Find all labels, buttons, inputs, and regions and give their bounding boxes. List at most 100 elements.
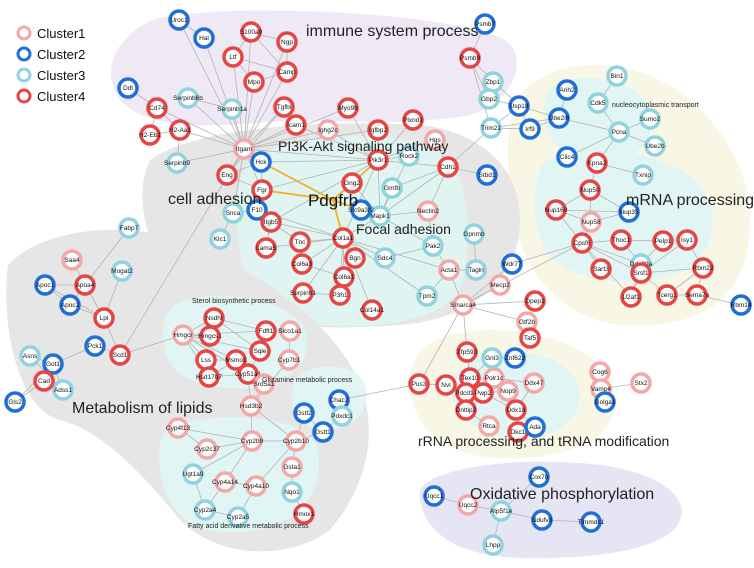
node-cpsf6[interactable]: Cpsf6 <box>571 232 593 254</box>
node-nvl[interactable]: Nvl <box>435 374 457 396</box>
node-cyp51a1[interactable]: Cyp51a1 <box>235 363 261 385</box>
node-lss[interactable]: Lss <box>195 349 217 371</box>
node-ugt1a9[interactable]: Ugt1a9 <box>182 463 204 485</box>
node-col6a1[interactable]: Col6a1 <box>333 266 355 288</box>
node-clic4[interactable]: Clic4 <box>556 146 578 168</box>
node-stbd1[interactable]: Stbd1 <box>476 164 498 186</box>
node-pdgfrb[interactable]: Pdgfrb <box>308 191 358 210</box>
node-zfp593[interactable]: Zfp593 <box>456 341 478 363</box>
node-camp[interactable]: Camp <box>276 61 298 83</box>
node-f10[interactable]: F10 <box>246 199 268 221</box>
node-arih2[interactable]: Arih2 <box>556 79 578 101</box>
node-icam1[interactable]: Icam1 <box>285 114 307 136</box>
node-psmb7[interactable]: Psmb7 <box>474 13 496 35</box>
node-cyp4a14[interactable]: Cyp4a14 <box>212 471 238 493</box>
node-cyp2a5[interactable]: Cyp2a5 <box>227 506 250 528</box>
node-col1a1[interactable]: Col1a1 <box>332 227 354 249</box>
node-serpinb6b[interactable]: Serpinb6b <box>173 87 203 109</box>
node-h2-eb1[interactable]: H2-Eb1 <box>139 124 161 146</box>
node-mapk1[interactable]: Mapk1 <box>369 205 391 227</box>
node-dnttip2[interactable]: Dnttip2 <box>455 399 477 421</box>
node-slco1a1[interactable]: Slco1a1 <box>278 320 302 342</box>
node-mecp2[interactable]: Mecp2 <box>489 274 511 296</box>
node-pus3[interactable]: Pus3 <box>408 373 430 395</box>
node-usp18[interactable]: Usp18 <box>508 95 530 117</box>
node-scd1[interactable]: Scd1 <box>109 344 131 366</box>
node-smarca4[interactable]: Smarca4 <box>450 294 476 316</box>
node-nsdhl[interactable]: Nsdhl <box>203 307 225 329</box>
node-cdh1[interactable]: Cdh1 <box>437 156 459 178</box>
node-s100a9[interactable]: S100a9 <box>240 21 263 43</box>
node-srsf1[interactable]: Srsf1 <box>630 262 652 284</box>
node-gpnmb[interactable]: Gpnmb <box>463 223 485 245</box>
node-mpo[interactable]: Mpo <box>243 71 265 93</box>
node-nop9[interactable]: Nop9 <box>497 380 519 402</box>
node-myo9b[interactable]: Myo9b <box>337 97 359 119</box>
node-sema7a[interactable]: Sema7a <box>685 284 710 306</box>
node-kpna2[interactable]: Kpna2 <box>586 152 608 174</box>
node-h2-aa1[interactable]: H2-Aa1 <box>169 119 191 141</box>
node-nectin2[interactable]: Nectin2 <box>417 200 439 222</box>
node-hgs[interactable]: Hgs <box>424 129 446 151</box>
node-p3h1[interactable]: P3h1 <box>329 284 351 306</box>
node-pelp1[interactable]: Pelp1 <box>652 230 674 252</box>
node-ndufv3[interactable]: Ndufv3 <box>531 509 553 531</box>
node-uroc1[interactable]: Uroc1 <box>168 9 190 31</box>
node-adss1[interactable]: Adss1 <box>52 379 74 401</box>
node-golga1[interactable]: Golga1 <box>594 391 616 413</box>
node-itgb5[interactable]: Itgb5 <box>260 211 282 233</box>
node-itgam[interactable]: Itgam <box>233 138 255 160</box>
node-fdft1[interactable]: Fdft1 <box>255 320 277 342</box>
node-hsd17b7[interactable]: Hsd17b7 <box>196 366 222 388</box>
node-slc9a3r2[interactable]: Slc9a3r2 <box>348 199 374 221</box>
node-dpep1[interactable]: Dpep1 <box>524 290 546 312</box>
node-pck1[interactable]: Pck1 <box>84 335 106 357</box>
node-srd5a1[interactable]: Srd5a1 <box>253 373 275 395</box>
node-ada[interactable]: Ada <box>524 416 546 438</box>
node-znf622[interactable]: Znf622 <box>504 347 526 369</box>
node-saa4[interactable]: Saa4 <box>61 249 83 271</box>
node-apoa4[interactable]: Apoa4 <box>74 274 96 296</box>
node-ddx47[interactable]: Ddx47 <box>523 372 545 394</box>
node-serpinb9[interactable]: Serpinb9 <box>164 152 190 174</box>
node-bin1[interactable]: Bin1 <box>606 65 628 87</box>
node-asns[interactable]: Asns <box>19 345 41 367</box>
node-gbp2[interactable]: Gbp2 <box>478 88 500 110</box>
node-gstt1[interactable]: Gstt1 <box>312 421 334 443</box>
node-gng2[interactable]: Gng2 <box>341 172 363 194</box>
node-pwp2[interactable]: Pwp2 <box>472 382 494 404</box>
node-stx2[interactable]: Stx2 <box>630 372 652 394</box>
node-cyp2c37[interactable]: Cyp2c37 <box>194 438 220 460</box>
node-mogat2[interactable]: Mogat2 <box>111 260 133 282</box>
node-uqcc1[interactable]: Uqcc1 <box>423 485 445 507</box>
node-ltf[interactable]: Ltf <box>222 46 244 68</box>
node-psmb9[interactable]: Psmb9 <box>459 47 481 69</box>
node-cyp4a10[interactable]: Cyp4a10 <box>243 475 269 497</box>
node-tpm2[interactable]: Tpm2 <box>416 285 438 307</box>
node-nup50[interactable]: Nup50 <box>579 179 601 201</box>
node-taf5[interactable]: Taf5 <box>519 327 541 349</box>
node-hmgcs1[interactable]: Hmgcs1 <box>198 325 222 347</box>
node-polr1c[interactable]: Polr1c <box>483 367 505 389</box>
node-ube2b[interactable]: Ube2b <box>644 135 666 157</box>
node-fabp7[interactable]: Fabp7 <box>118 217 140 239</box>
node-hmgcr[interactable]: Hmgcr <box>172 324 194 346</box>
node-rtca[interactable]: Rtca <box>478 415 500 437</box>
node-pik3r1[interactable]: Pik3r1 <box>367 149 389 171</box>
node-eng[interactable]: Eng <box>216 164 238 186</box>
node-hck[interactable]: Hck <box>250 151 272 173</box>
node-gmfb[interactable]: Gmfb <box>381 177 403 199</box>
node-trim21[interactable]: Trim21 <box>480 117 502 139</box>
node-nup58[interactable]: Nup58 <box>580 211 602 233</box>
node-hsd3b2[interactable]: Hsd3b2 <box>240 395 263 417</box>
node-ube2l6[interactable]: Ube2l6 <box>548 107 570 129</box>
node-cyp7b1[interactable]: Cyp7b1 <box>278 349 301 371</box>
node-cyp2a4[interactable]: Cyp2a4 <box>194 499 217 521</box>
node-sqle[interactable]: Sqle <box>249 340 271 362</box>
node-gstt2[interactable]: Gstt2 <box>293 402 315 424</box>
node-wdr77[interactable]: Wdr77 <box>501 253 523 275</box>
node-bgn[interactable]: Bgn <box>344 247 366 269</box>
node-cyp4f13[interactable]: Cyp4f13 <box>166 417 191 439</box>
node-rock2[interactable]: Rock2 <box>398 145 420 167</box>
node-u2af1[interactable]: U2af1 <box>620 286 642 308</box>
